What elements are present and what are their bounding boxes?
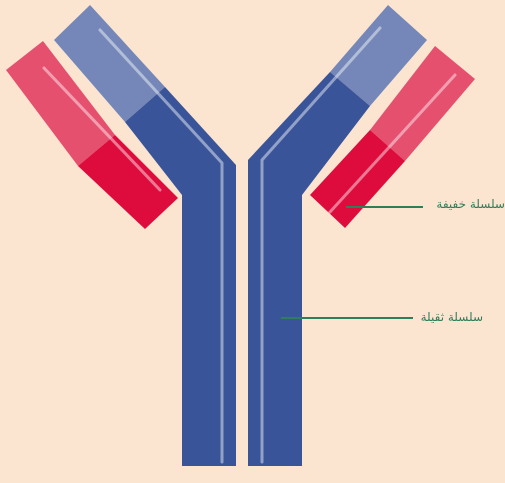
- heavy-chain-label: سلسلة ثقيلة: [421, 310, 483, 324]
- light-chain-label: سلسلة خفيفة: [436, 197, 505, 211]
